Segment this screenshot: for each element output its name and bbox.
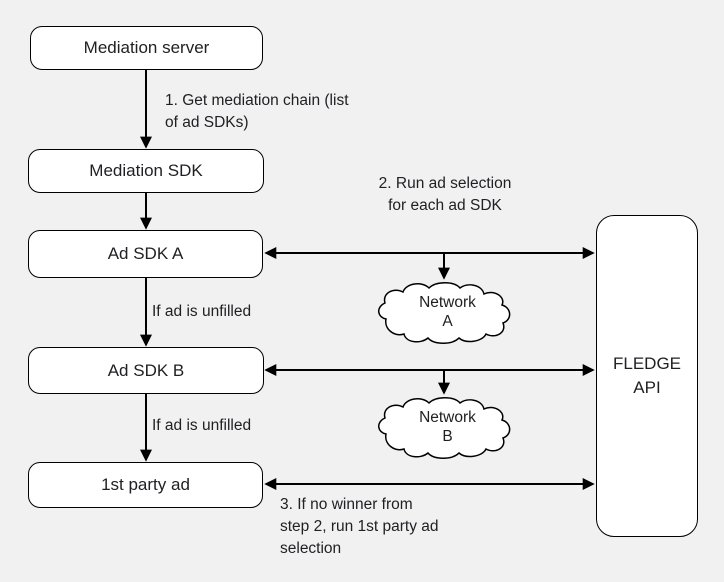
node-mediation-sdk: Mediation SDK: [28, 149, 264, 193]
node-ad-sdk-b: Ad SDK B: [28, 347, 264, 394]
annotation-if-ad-unfilled-a: If ad is unfilled: [152, 303, 252, 320]
annotation-step-3: 3. If no winner from step 2, run 1st par…: [280, 496, 439, 557]
node-mediation-server: Mediation server: [30, 26, 263, 70]
network-a-label: Network A: [419, 294, 476, 330]
annotation-step-1: 1. Get mediation chain (list of ad SDKs): [165, 92, 349, 131]
annotation-if-ad-unfilled-b: If ad is unfilled: [152, 417, 252, 434]
network-b-label: Network B: [419, 409, 476, 445]
node-ad-sdk-a: Ad SDK A: [28, 230, 263, 278]
network-a-cloud-shape: [378, 282, 511, 344]
node-first-party-ad: 1st party ad: [28, 462, 263, 508]
network-b-cloud-shape: [378, 397, 511, 459]
annotation-step-2: 2. Run ad selection for each ad SDK: [378, 175, 512, 214]
node-fledge-api: FLEDGE API: [596, 215, 698, 537]
